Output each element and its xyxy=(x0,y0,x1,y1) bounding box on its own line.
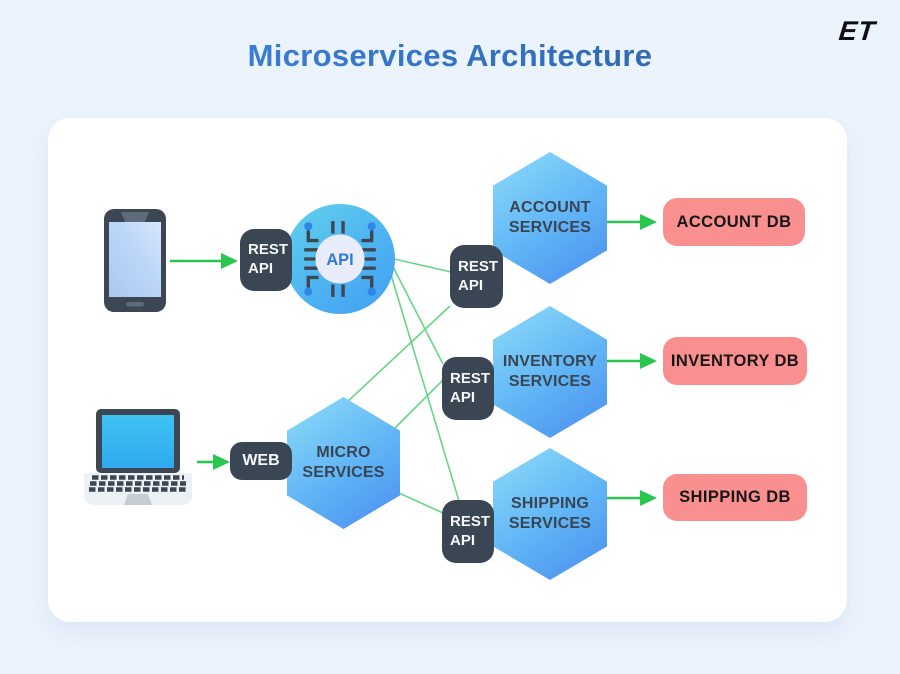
inventory-services-label-line2: SERVICES xyxy=(508,373,592,390)
shipping-db-box: SHIPPING DB xyxy=(663,474,807,521)
rest-label-line2: API xyxy=(458,276,484,294)
web-label: WEB xyxy=(242,452,280,469)
shipping-db-label: SHIPPING DB xyxy=(679,488,791,506)
api-chip-icon: API xyxy=(304,221,376,297)
rest-api-box-client: REST API xyxy=(240,229,292,291)
rest-label-line1: REST xyxy=(248,241,289,259)
rest-label-line1: REST xyxy=(450,369,491,387)
api-gateway-circle: API xyxy=(285,204,395,314)
smartphone-icon xyxy=(104,209,166,317)
rest-label-line2: API xyxy=(450,531,476,549)
rest-api-box-shipping: REST API xyxy=(442,500,494,563)
shipping-services-label-line2: SERVICES xyxy=(508,515,592,532)
account-db-label: ACCOUNT DB xyxy=(676,212,792,231)
account-db-box: ACCOUNT DB xyxy=(663,198,805,246)
micro-services-label-line2: SERVICES xyxy=(302,464,385,481)
account-services-label-line1: ACCOUNT xyxy=(509,199,591,217)
laptop-icon xyxy=(82,407,194,513)
rest-label-line2: API xyxy=(248,260,274,277)
api-gateway-label: API xyxy=(326,251,353,269)
inventory-services-label-line1: INVENTORY xyxy=(502,353,598,371)
et-logo: ET xyxy=(837,16,878,46)
inventory-db-label: INVENTORY DB xyxy=(670,351,800,370)
rest-label-line2: API xyxy=(450,388,476,406)
shipping-services-label-line1: SHIPPING xyxy=(510,495,590,513)
rest-label-line1: REST xyxy=(450,512,491,530)
web-box: WEB xyxy=(230,442,292,480)
page-title: Microservices Architecture xyxy=(0,38,900,74)
rest-api-box-account: REST API xyxy=(450,245,503,308)
inventory-db-box: INVENTORY DB xyxy=(663,337,807,385)
micro-services-label-line1: MICRO xyxy=(316,444,371,462)
account-services-label-line2: SERVICES xyxy=(508,219,592,236)
rest-api-box-inventory: REST API xyxy=(442,357,494,420)
rest-label-line1: REST xyxy=(458,257,499,275)
